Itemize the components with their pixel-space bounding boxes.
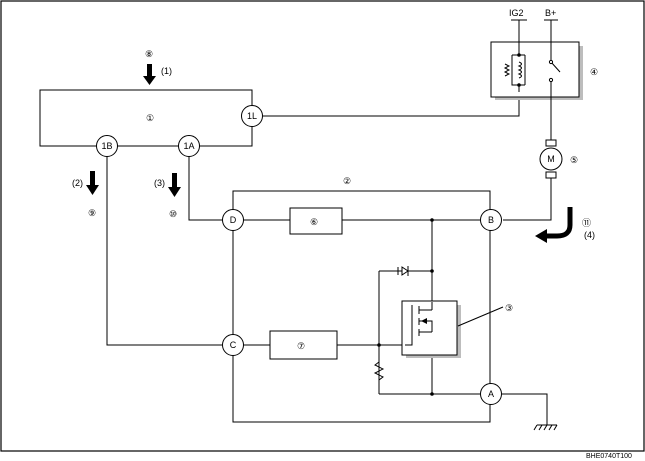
terminal-C: C (222, 334, 244, 356)
wire-1L-relay (263, 92, 520, 117)
svg-text:D: D (230, 215, 237, 225)
resistor (373, 361, 385, 381)
leader-3 (457, 306, 504, 327)
signal-2-label: (2) (72, 178, 83, 188)
callout-6: ⑥ (310, 217, 318, 227)
bplus-label: B+ (545, 8, 556, 18)
svg-text:1A: 1A (183, 141, 194, 151)
wire-1B-C (106, 156, 222, 346)
terminal-B: B (480, 209, 502, 231)
diagram-code: BHE0740T100 (586, 453, 632, 460)
svg-text:C: C (230, 340, 237, 350)
svg-text:B: B (488, 215, 494, 225)
callout-4: ④ (590, 67, 598, 77)
output-arrow-9 (86, 171, 99, 195)
ig2-label: IG2 (509, 8, 524, 18)
callout-9: ⑨ (88, 208, 96, 218)
input-arrow-8 (143, 64, 156, 85)
svg-text:A: A (488, 389, 494, 399)
terminal-D: D (222, 209, 244, 231)
signal-4-label: (4) (584, 230, 595, 240)
block-6 (289, 207, 343, 235)
callout-3: ③ (505, 303, 513, 313)
callout-11: ⑪ (582, 218, 591, 228)
callout-7: ⑦ (297, 341, 305, 351)
ground-symbol (502, 393, 558, 431)
module-1-box (39, 89, 253, 147)
callout-5: ⑤ (570, 155, 578, 165)
zener-diode (397, 266, 409, 276)
block-7 (269, 330, 338, 360)
relay-4 (490, 20, 583, 140)
svg-text:1B: 1B (101, 141, 112, 151)
callout-2: ② (343, 176, 351, 186)
callout-1: ① (146, 113, 154, 123)
motor-5 (503, 139, 563, 221)
output-arrow-10 (168, 173, 181, 197)
transistor-3 (401, 300, 461, 358)
terminal-1B: 1B (96, 135, 118, 157)
signal-1-label: (1) (161, 66, 172, 76)
signal-3-label: (3) (154, 178, 165, 188)
terminal-1A: 1A (178, 135, 200, 157)
svg-text:1L: 1L (247, 111, 257, 121)
current-arrow-11 (535, 207, 573, 243)
terminal-A: A (480, 383, 502, 405)
wire-1A-D (188, 156, 222, 221)
callout-8: ⑧ (145, 49, 153, 59)
callout-10: ⑩ (169, 209, 177, 219)
terminal-1L: 1L (241, 105, 263, 127)
motor-label: M (547, 154, 555, 164)
